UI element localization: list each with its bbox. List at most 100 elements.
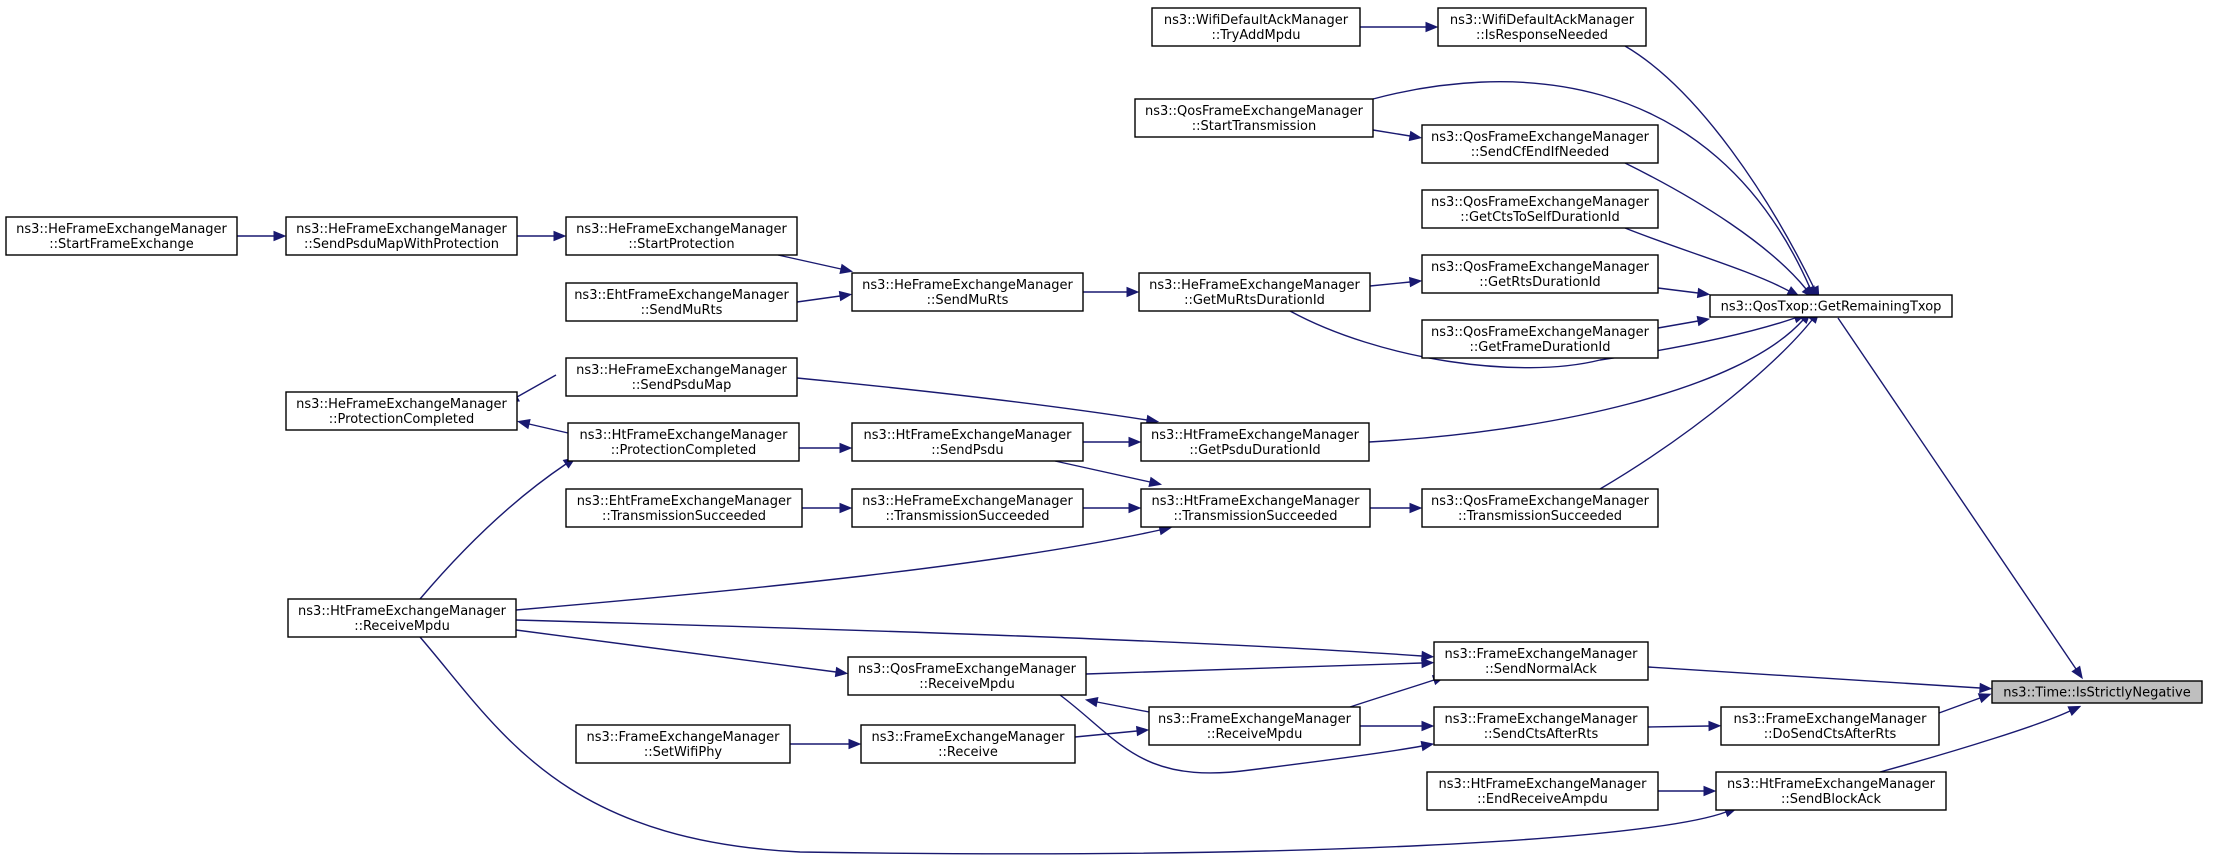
node-qfem_gfd[interactable]: ns3::QosFrameExchangeManager::GetFrameDu… bbox=[1421, 319, 1659, 359]
node-qfem_gcts[interactable]: ns3::QosFrameExchangeManager::GetCtsToSe… bbox=[1421, 189, 1659, 229]
node-qfem_rm[interactable]: ns3::QosFrameExchangeManager::ReceiveMpd… bbox=[847, 656, 1087, 696]
node-box bbox=[1421, 124, 1659, 164]
node-label-line: ::StartProtection bbox=[628, 237, 734, 252]
node-label-line: ::IsResponseNeeded bbox=[1476, 28, 1608, 43]
node-hefem_spm[interactable]: ns3::HeFrameExchangeManager::SendPsduMap bbox=[565, 357, 798, 397]
node-root[interactable]: ns3::Time::IsStrictlyNegative bbox=[1991, 680, 2203, 704]
node-label-line: ns3::HtFrameExchangeManager bbox=[1151, 428, 1360, 443]
edge-qfem_rm-to-fem_sna bbox=[1085, 657, 1435, 675]
edge-htfem_pc-to-htfem_sp bbox=[799, 442, 853, 454]
edge-htfem_rm-to-htfem_pc bbox=[419, 457, 577, 600]
edge-line bbox=[1096, 701, 1150, 713]
edge-line bbox=[1647, 666, 1981, 689]
node-fem_sna[interactable]: ns3::FrameExchangeManager::SendNormalAck bbox=[1433, 641, 1649, 681]
node-htfem_pc[interactable]: ns3::HtFrameExchangeManager::ProtectionC… bbox=[567, 422, 800, 462]
edge-htfem_rm-to-qfem_rm bbox=[515, 629, 849, 678]
node-wdam_tam[interactable]: ns3::WifiDefaultAckManager::TryAddMpdu bbox=[1151, 7, 1361, 47]
edge-line bbox=[1059, 694, 1423, 774]
node-box bbox=[5, 216, 238, 256]
node-label-line: ns3::HeFrameExchangeManager bbox=[296, 222, 507, 237]
node-hefem_sfe[interactable]: ns3::HeFrameExchangeManager::StartFrameE… bbox=[5, 216, 238, 256]
node-hefem_ts[interactable]: ns3::HeFrameExchangeManager::Transmissio… bbox=[851, 488, 1084, 528]
node-fem_dscar[interactable]: ns3::FrameExchangeManager::DoSendCtsAfte… bbox=[1720, 706, 1940, 746]
node-box bbox=[565, 216, 798, 256]
edge-htfem_sba-to-root bbox=[1879, 705, 2082, 773]
edge-htfem_era-to-htfem_sba bbox=[1658, 785, 1717, 797]
edge-qfem_rm-to-fem_scar bbox=[1059, 694, 1435, 774]
node-hefem_smr[interactable]: ns3::HeFrameExchangeManager::SendMuRts bbox=[851, 272, 1084, 312]
edge-hefem_sp-to-hefem_smr bbox=[777, 254, 854, 275]
node-hefem_sp[interactable]: ns3::HeFrameExchangeManager::StartProtec… bbox=[565, 216, 798, 256]
edge-htfem_pc-to-hefem_pc bbox=[516, 419, 569, 434]
node-box bbox=[1421, 488, 1659, 528]
arrowhead bbox=[838, 290, 853, 302]
edge-htfem_rm-to-fem_sna bbox=[515, 619, 1435, 662]
node-htfem_sp[interactable]: ns3::HtFrameExchangeManager::SendPsdu bbox=[851, 422, 1084, 462]
node-qfem_scf[interactable]: ns3::QosFrameExchangeManager::SendCfEndI… bbox=[1421, 124, 1659, 164]
node-qt_grt[interactable]: ns3::QosTxop::GetRemainingTxop bbox=[1709, 294, 1953, 318]
arrowhead bbox=[1420, 740, 1435, 752]
node-label-line: ::SendMuRts bbox=[927, 293, 1009, 308]
edge-line bbox=[419, 636, 1727, 855]
edge-qfem_grts-to-qt_grt bbox=[1657, 287, 1711, 299]
node-label-line: ns3::HeFrameExchangeManager bbox=[296, 397, 507, 412]
node-label-line: ns3::QosFrameExchangeManager bbox=[1431, 325, 1650, 340]
node-box bbox=[1433, 706, 1649, 746]
node-label-line: ns3::HeFrameExchangeManager bbox=[576, 222, 787, 237]
node-label-line: ::SendCtsAfterRts bbox=[1484, 727, 1599, 742]
edge-htfem_sp-to-htfem_ts bbox=[1054, 460, 1163, 488]
node-box bbox=[1720, 706, 1940, 746]
node-htfem_sba[interactable]: ns3::HtFrameExchangeManager::SendBlockAc… bbox=[1715, 771, 1947, 811]
edges-layer bbox=[237, 21, 2083, 855]
node-box bbox=[847, 656, 1087, 696]
arrowhead bbox=[839, 442, 853, 454]
node-ehtfem_ts[interactable]: ns3::EhtFrameExchangeManager::Transmissi… bbox=[565, 488, 803, 528]
node-fem_swp[interactable]: ns3::FrameExchangeManager::SetWifiPhy bbox=[575, 724, 791, 764]
node-box bbox=[1148, 706, 1361, 746]
node-qfem_ts[interactable]: ns3::QosFrameExchangeManager::Transmissi… bbox=[1421, 488, 1659, 528]
node-wdam_irn[interactable]: ns3::WifiDefaultAckManager::IsResponseNe… bbox=[1437, 7, 1647, 47]
edge-line bbox=[1657, 287, 1699, 294]
node-label-line: ::Receive bbox=[938, 745, 998, 760]
node-hefem_gmu[interactable]: ns3::HeFrameExchangeManager::GetMuRtsDur… bbox=[1138, 272, 1371, 312]
node-htfem_ts[interactable]: ns3::HtFrameExchangeManager::Transmissio… bbox=[1140, 488, 1371, 528]
edge-line bbox=[515, 529, 1161, 611]
node-label-line: ns3::HtFrameExchangeManager bbox=[580, 428, 789, 443]
node-fem_r[interactable]: ns3::FrameExchangeManager::Receive bbox=[860, 724, 1076, 764]
node-label-line: ns3::QosFrameExchangeManager bbox=[1145, 104, 1364, 119]
node-label-line: ns3::FrameExchangeManager bbox=[871, 730, 1065, 745]
edge-line bbox=[1837, 317, 2077, 670]
node-hefem_spmwp[interactable]: ns3::HeFrameExchangeManager::SendPsduMap… bbox=[285, 216, 518, 256]
node-box bbox=[575, 724, 791, 764]
edge-fem_rm-to-qfem_rm bbox=[1084, 696, 1150, 713]
edge-line bbox=[796, 295, 841, 303]
node-ehtfem_smr[interactable]: ns3::EhtFrameExchangeManager::SendMuRts bbox=[565, 282, 798, 322]
arrowhead bbox=[848, 738, 862, 750]
node-label-line: ::SendMuRts bbox=[641, 303, 723, 318]
node-hefem_pc[interactable]: ns3::HeFrameExchangeManager::ProtectionC… bbox=[285, 391, 518, 431]
node-fem_scar[interactable]: ns3::FrameExchangeManager::SendCtsAfterR… bbox=[1433, 706, 1649, 746]
node-qfem_grts[interactable]: ns3::QosFrameExchangeManager::GetRtsDura… bbox=[1421, 254, 1659, 294]
edge-fem_rm-to-fem_scar bbox=[1360, 720, 1435, 732]
edge-hefem_spmwp-to-hefem_sp bbox=[517, 230, 567, 242]
node-htfem_rm[interactable]: ns3::HtFrameExchangeManager::ReceiveMpdu bbox=[287, 598, 517, 638]
node-label-line: ns3::EhtFrameExchangeManager bbox=[577, 494, 792, 509]
arrowhead bbox=[2071, 665, 2083, 680]
node-fem_rm[interactable]: ns3::FrameExchangeManager::ReceiveMpdu bbox=[1148, 706, 1361, 746]
node-label-line: ::ReceiveMpdu bbox=[919, 677, 1015, 692]
node-label-line: ::ProtectionCompleted bbox=[611, 443, 756, 458]
node-label-line: ::EndReceiveAmpdu bbox=[1477, 792, 1608, 807]
edge-line bbox=[1372, 81, 1811, 289]
node-qfem_st[interactable]: ns3::QosFrameExchangeManager::StartTrans… bbox=[1134, 98, 1374, 138]
arrowhead bbox=[839, 502, 853, 514]
edge-ehtfem_ts-to-hefem_ts bbox=[802, 502, 853, 514]
node-htfem_era[interactable]: ns3::HtFrameExchangeManager::EndReceiveA… bbox=[1426, 771, 1659, 811]
node-box bbox=[1709, 294, 1953, 318]
node-label-line: ::TransmissionSucceeded bbox=[885, 509, 1049, 524]
edge-line bbox=[1349, 679, 1435, 708]
node-htfem_gpd[interactable]: ns3::HtFrameExchangeManager::GetPsduDura… bbox=[1140, 422, 1370, 462]
node-label-line: ns3::WifiDefaultAckManager bbox=[1164, 13, 1349, 28]
edge-htfem_ts-to-qfem_ts bbox=[1370, 502, 1423, 514]
node-label-line: ::GetCtsToSelfDurationId bbox=[1460, 210, 1620, 225]
